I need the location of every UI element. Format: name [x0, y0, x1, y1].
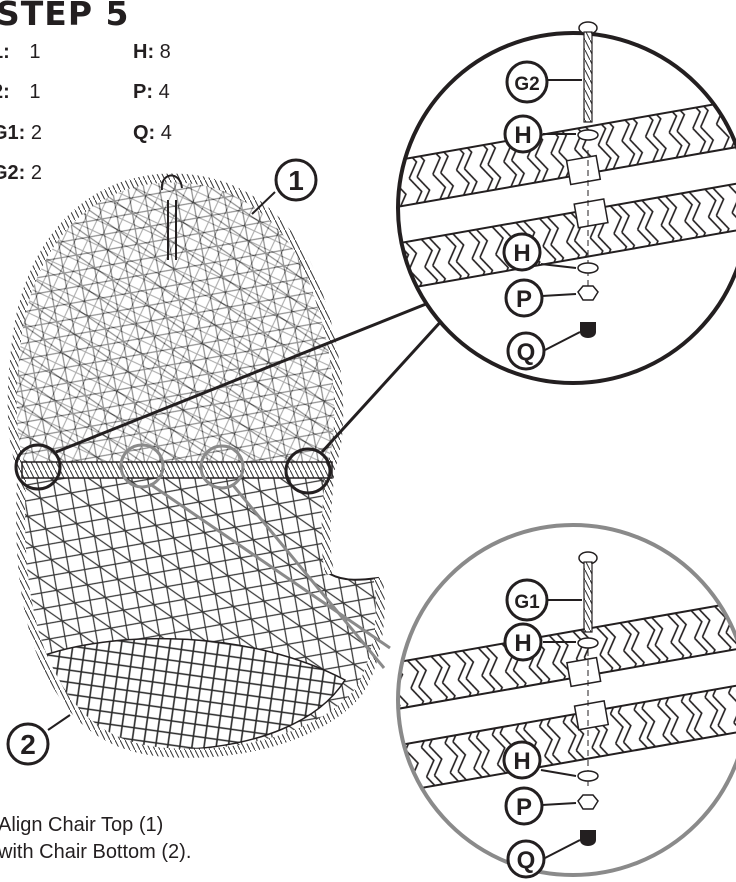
instruction-line-2: with Chair Bottom (2).	[0, 841, 192, 863]
instructions: Align Chair Top (1) with Chair Bottom (2…	[0, 812, 300, 866]
part-qty: 4	[158, 81, 170, 103]
label-2: 2	[20, 729, 36, 760]
bottom-callout	[396, 523, 736, 877]
callout-bottom-h1: H	[514, 630, 531, 657]
top-callout	[396, 21, 736, 385]
callout-top-p: P	[516, 286, 532, 313]
label-1-circle	[274, 158, 318, 202]
label-1: 1	[288, 165, 304, 196]
part-code: P:	[133, 81, 153, 103]
callout-bottom-h2: H	[513, 748, 530, 775]
part-qty: 1	[29, 81, 41, 103]
callout-top-g2: G2	[514, 74, 539, 95]
part-row: 1: 1	[0, 40, 40, 64]
callout-top-q: Q	[517, 339, 536, 366]
part-code: Q:	[133, 122, 156, 144]
part-row: G1: 2	[0, 121, 42, 145]
part-qty: 4	[160, 122, 172, 144]
callout-bottom-q: Q	[517, 847, 536, 874]
part-row: Q: 4	[133, 121, 172, 145]
part-row: G2: 2	[0, 161, 42, 185]
marker-right	[284, 447, 332, 495]
part-qty: 2	[30, 122, 43, 144]
part-code: G2:	[0, 162, 26, 184]
part-row: 2: 1	[0, 80, 40, 104]
label-2-circle	[6, 722, 50, 766]
instruction-line-1: Align Chair Top (1)	[0, 814, 164, 836]
marker-left	[14, 443, 62, 491]
callout-top-h2: H	[513, 240, 530, 267]
part-qty: 8	[159, 41, 171, 63]
part-row: P: 4	[133, 80, 170, 104]
part-code: G1:	[0, 122, 26, 144]
part-qty: 1	[29, 41, 41, 63]
part-qty: 2	[30, 162, 43, 184]
marker-center-right	[199, 444, 245, 490]
chair-seam	[21, 461, 333, 479]
part-code: H:	[133, 41, 155, 63]
chair-illustration	[7, 173, 385, 758]
callout-bottom-g1: G1	[514, 592, 540, 613]
part-code: 2:	[0, 81, 10, 103]
callout-top-h1: H	[514, 122, 531, 149]
hook	[160, 174, 183, 260]
part-row: H: 8	[133, 40, 171, 64]
step-title: STEP 5	[0, 0, 130, 33]
marker-center-left	[119, 443, 165, 489]
callout-bottom-p: P	[516, 794, 532, 821]
part-code: 1:	[0, 41, 10, 63]
